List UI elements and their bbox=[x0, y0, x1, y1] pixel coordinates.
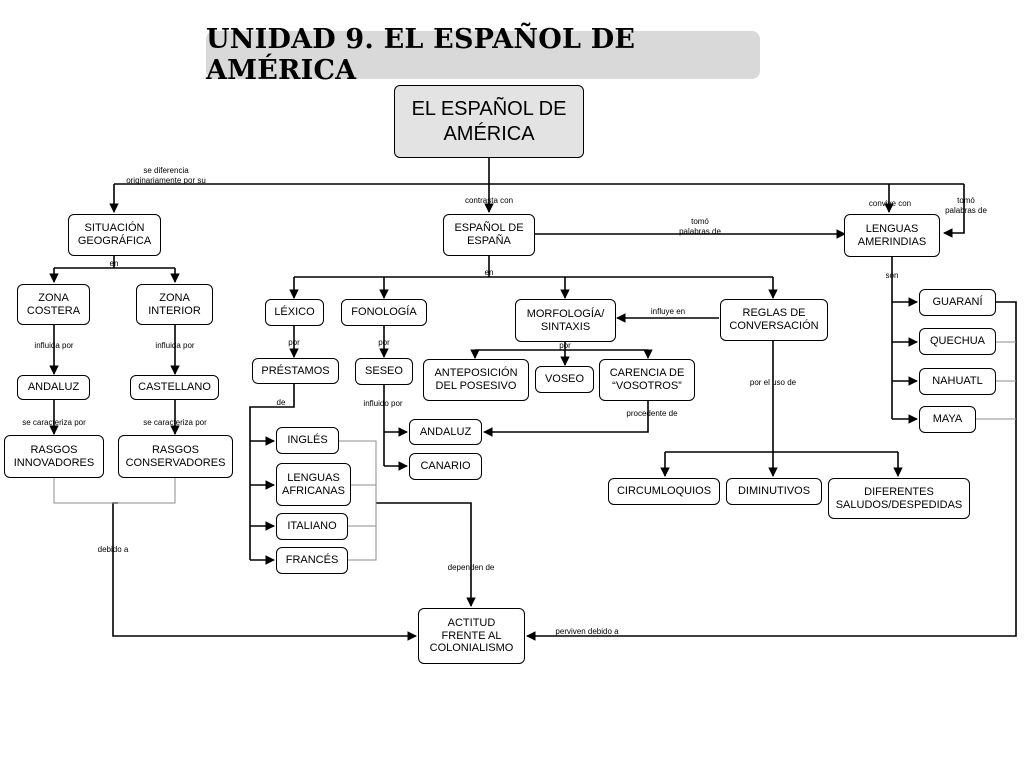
node-anteposicion-del-posesivo: ANTEPOSICIÓN DEL POSESIVO bbox=[423, 359, 529, 401]
node-voseo: VOSEO bbox=[535, 366, 594, 393]
node-italiano: ITALIANO bbox=[276, 513, 348, 540]
node-castellano: CASTELLANO bbox=[130, 375, 219, 400]
node-el-espanol-de-america: EL ESPAÑOL DE AMÉRICA bbox=[394, 85, 584, 158]
link-label-influida-1: influida por bbox=[34, 341, 74, 350]
link-label-caracteriza-1: se caracteriza por bbox=[22, 418, 86, 427]
node-rasgos-innovadores: RASGOS INNOVADORES bbox=[4, 435, 104, 478]
link-label-caracteriza-2: se caracteriza por bbox=[143, 418, 207, 427]
link-label-influido: influido por bbox=[363, 399, 403, 408]
node-guarani: GUARANÍ bbox=[919, 289, 996, 316]
link-label-tomo-top: tomó palabras de bbox=[945, 196, 987, 215]
node-nahuatl: NAHUATL bbox=[919, 368, 996, 395]
link-label-son: son bbox=[885, 271, 899, 280]
link-label-por-lexico: por bbox=[288, 338, 300, 347]
link-label-convive: convive con bbox=[868, 199, 912, 208]
link-label-de: de bbox=[276, 398, 286, 407]
link-label-debido: debido a bbox=[97, 545, 129, 554]
title-text: UNIDAD 9. EL ESPAÑOL DE AMÉRICA bbox=[206, 24, 636, 86]
node-diferentes-saludos-despedidas: DIFERENTES SALUDOS/DESPEDIDAS bbox=[828, 478, 970, 519]
link-label-tomo-mid: tomó palabras de bbox=[679, 217, 721, 236]
link-label-se-diferencia: se diferencia originariamente por su bbox=[126, 166, 206, 185]
node-seseo: SESEO bbox=[355, 358, 413, 385]
link-label-en-mid: en bbox=[484, 268, 494, 277]
node-fonologia: FONOLOGÍA bbox=[341, 299, 427, 326]
node-morfologia-sintaxis: MORFOLOGÍA/ SINTAXIS bbox=[515, 299, 616, 342]
link-label-en-left: en bbox=[109, 259, 119, 268]
node-andaluz-mid: ANDALUZ bbox=[409, 419, 482, 445]
node-rasgos-conservadores: RASGOS CONSERVADORES bbox=[118, 435, 233, 478]
page-title: UNIDAD 9. EL ESPAÑOL DE AMÉRICA bbox=[206, 24, 760, 86]
node-quechua: QUECHUA bbox=[919, 328, 996, 355]
node-maya: MAYA bbox=[919, 406, 976, 433]
link-label-influida-2: influida por bbox=[155, 341, 195, 350]
link-label-dependen: dependen de bbox=[447, 563, 495, 572]
node-espanol-de-espana: ESPAÑOL DE ESPAÑA bbox=[443, 214, 535, 256]
link-label-por-morfologia: por bbox=[559, 341, 571, 350]
node-prestamos: PRÉSTAMOS bbox=[252, 358, 339, 384]
node-reglas-de-conversacion: REGLAS DE CONVERSACIÓN bbox=[720, 299, 828, 341]
link-label-contrasta: contrasta con bbox=[464, 196, 514, 205]
node-carencia-de-vosotros: CARENCIA DE “VOSOTROS” bbox=[599, 359, 695, 401]
node-circumloquios: CIRCUMLOQUIOS bbox=[608, 478, 720, 505]
node-actitud-frente-al-colonialismo: ACTITUD FRENTE AL COLONIALISMO bbox=[418, 608, 525, 664]
link-label-perviven: perviven debido a bbox=[555, 627, 619, 636]
link-label-por-el-uso: por el uso de bbox=[749, 378, 797, 387]
node-lexico: LÉXICO bbox=[265, 299, 324, 326]
node-andaluz-left: ANDALUZ bbox=[17, 375, 90, 400]
node-canario: CANARIO bbox=[409, 453, 482, 480]
node-frances: FRANCÉS bbox=[276, 547, 348, 574]
node-situacion-geografica: SITUACIÓN GEOGRÁFICA bbox=[68, 214, 161, 256]
node-lenguas-africanas: LENGUAS AFRICANAS bbox=[276, 463, 351, 506]
node-ingles: INGLÉS bbox=[276, 427, 339, 454]
node-lenguas-amerindias: LENGUAS AMERINDIAS bbox=[844, 214, 940, 257]
node-diminutivos: DIMINUTIVOS bbox=[726, 478, 822, 505]
link-label-procedente: procedente de bbox=[626, 409, 678, 418]
node-zona-costera: ZONA COSTERA bbox=[17, 284, 90, 325]
link-label-por-fonologia: por bbox=[378, 338, 390, 347]
link-label-influye: influye en bbox=[650, 307, 686, 316]
node-zona-interior: ZONA INTERIOR bbox=[136, 284, 213, 325]
